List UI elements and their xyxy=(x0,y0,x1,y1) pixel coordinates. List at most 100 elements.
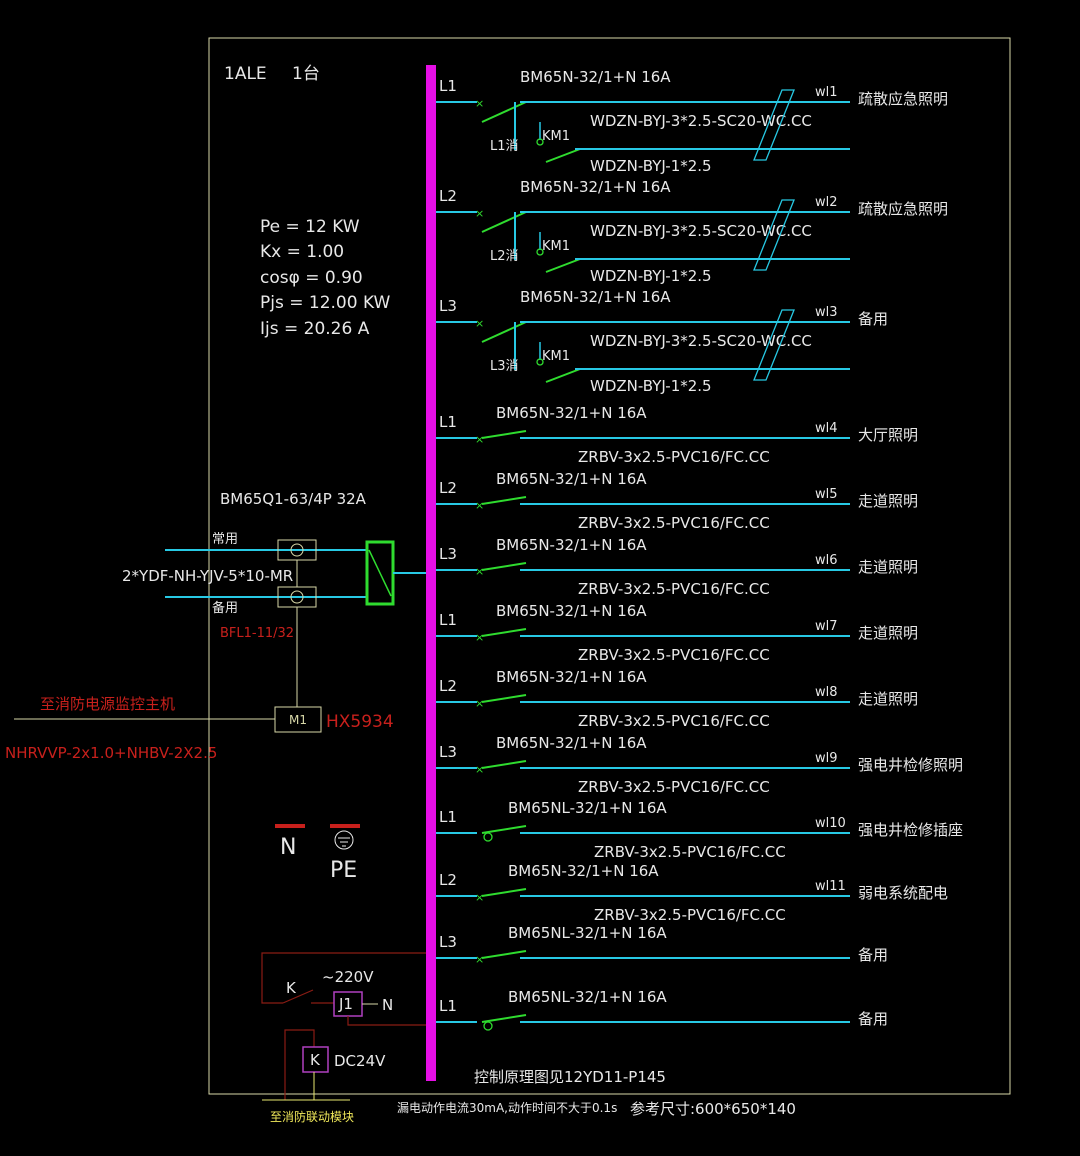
circuit-13-breaker-symbol xyxy=(481,1014,527,1023)
circuit-3-breaker: BM65N-32/1+N 16A xyxy=(520,288,671,306)
incoming-cable-label: 2*YDF-NH-YJV-5*10-MR xyxy=(122,567,293,585)
circuit-3-id: wl3 xyxy=(815,305,838,320)
circuit-2-cable-bundle-icon xyxy=(753,199,795,271)
circuit-3-fire-phase: L3消 xyxy=(490,359,519,374)
circuit-8-breaker-symbol xyxy=(481,694,527,703)
circuit-3-cable: WDZN-BYJ-3*2.5-SC20-WC.CC xyxy=(590,332,812,350)
circuit-12-breaker-symbol xyxy=(481,950,527,959)
circuit-13-rcd-icon xyxy=(483,1021,493,1031)
ct-label: BFL1-11/32 xyxy=(220,626,294,641)
circuit-11-breaker-symbol xyxy=(481,888,527,897)
circuit-4-x-icon: × xyxy=(475,433,484,446)
circuit-1-contactor: KM1 xyxy=(542,129,570,144)
circuit-5-breaker-symbol xyxy=(481,496,527,505)
backup-supply-label: 备用 xyxy=(212,600,238,616)
monitor-module-model: HX5934 xyxy=(326,712,394,732)
circuit-6-x-icon: × xyxy=(475,565,484,578)
circuit-6-id: wl6 xyxy=(815,553,838,568)
k-contact xyxy=(282,989,314,1004)
circuit-7-breaker: BM65N-32/1+N 16A xyxy=(496,602,647,620)
circuit-1-x-icon: × xyxy=(475,97,484,110)
circuit-11-x-icon: × xyxy=(475,891,484,904)
circuit-5-x-icon: × xyxy=(475,499,484,512)
n-bar-label: N xyxy=(280,835,296,860)
circuit-2-breaker: BM65N-32/1+N 16A xyxy=(520,178,671,196)
circuit-2-x-icon: × xyxy=(475,207,484,220)
circuit-10-rcd-icon xyxy=(483,832,493,842)
param-kx: Kx = 1.00 xyxy=(260,242,344,262)
circuit-9-load: 强电井检修照明 xyxy=(858,756,963,774)
circuit-5-breaker: BM65N-32/1+N 16A xyxy=(496,470,647,488)
circuit-1-phase: L1 xyxy=(439,77,457,95)
main-bus-bar xyxy=(426,65,436,1081)
ct-circle-normal xyxy=(290,543,304,557)
circuit-7-id: wl7 xyxy=(815,619,838,634)
param-pjs: Pjs = 12.00 KW xyxy=(260,293,390,313)
circuit-7-x-icon: × xyxy=(475,631,484,644)
circuit-8-id: wl8 xyxy=(815,685,838,700)
circuit-11-id: wl11 xyxy=(815,879,846,894)
circuit-2-cable2: WDZN-BYJ-1*2.5 xyxy=(590,267,712,285)
circuit-2-id: wl2 xyxy=(815,195,838,210)
param-ijs: Ijs = 20.26 A xyxy=(260,319,370,339)
circuit-2-cable: WDZN-BYJ-3*2.5-SC20-WC.CC xyxy=(590,222,812,240)
incoming-switch-label: BM65Q1-63/4P 32A xyxy=(220,490,367,508)
circuit-10-load: 强电井检修插座 xyxy=(858,821,963,839)
circuit-4-breaker: BM65N-32/1+N 16A xyxy=(496,404,647,422)
circuit-6-load: 走道照明 xyxy=(858,558,918,576)
circuit-3-cable2: WDZN-BYJ-1*2.5 xyxy=(590,377,712,395)
circuit-5-phase: L2 xyxy=(439,479,457,497)
ground-icon xyxy=(334,830,354,850)
monitor-host-label: 至消防电源监控主机 xyxy=(40,695,175,713)
circuit-1-load: 疏散应急照明 xyxy=(858,90,948,108)
relay-j1-label: J1 xyxy=(338,995,353,1013)
control-wire-top xyxy=(261,952,431,1004)
circuit-3-cable-bundle-icon xyxy=(753,309,795,381)
circuit-5-load: 走道照明 xyxy=(858,492,918,510)
circuit-2-km-contact xyxy=(545,258,581,273)
circuit-7-load: 走道照明 xyxy=(858,624,918,642)
circuit-10-breaker: BM65NL-32/1+N 16A xyxy=(508,799,667,817)
circuit-11-load: 弱电系统配电 xyxy=(858,884,948,902)
circuit-8-cable: ZRBV-3x2.5-PVC16/FC.CC xyxy=(578,712,770,730)
circuit-4-load: 大厅照明 xyxy=(858,426,918,444)
coil-k-box xyxy=(302,1046,329,1073)
circuit-1-fire-phase: L1消 xyxy=(490,139,519,154)
size-ref-note: 参考尺寸:600*650*140 xyxy=(630,1100,796,1118)
circuit-10-breaker-symbol xyxy=(481,825,527,834)
circuit-9-breaker: BM65N-32/1+N 16A xyxy=(496,734,647,752)
circuit-3-km-contact xyxy=(545,368,581,383)
coil-voltage-label: DC24V xyxy=(334,1052,386,1070)
circuit-1-cable: WDZN-BYJ-3*2.5-SC20-WC.CC xyxy=(590,112,812,130)
circuit-1-id: wl1 xyxy=(815,85,838,100)
circuit-6-cable: ZRBV-3x2.5-PVC16/FC.CC xyxy=(578,580,770,598)
circuit-2-breaker-symbol xyxy=(481,211,527,233)
circuit-5-id: wl5 xyxy=(815,487,838,502)
circuit-9-x-icon: × xyxy=(475,763,484,776)
circuit-9-phase: L3 xyxy=(439,743,457,761)
panel-frame xyxy=(208,37,1011,1095)
coil-k-label: K xyxy=(310,1051,321,1069)
circuit-4-breaker-symbol xyxy=(481,430,527,439)
ats-diagonal xyxy=(368,549,392,597)
circuit-13-breaker: BM65NL-32/1+N 16A xyxy=(508,988,667,1006)
monitor-module-id: M1 xyxy=(289,713,307,727)
circuit-3-breaker-symbol xyxy=(481,321,527,343)
control-voltage: ~220V xyxy=(322,968,374,986)
circuit-1-breaker: BM65N-32/1+N 16A xyxy=(520,68,671,86)
circuit-6-breaker-symbol xyxy=(481,562,527,571)
circuit-2-phase: L2 xyxy=(439,187,457,205)
circuit-1-km-contact xyxy=(545,148,581,163)
circuit-7-breaker-symbol xyxy=(481,628,527,637)
circuit-9-cable: ZRBV-3x2.5-PVC16/FC.CC xyxy=(578,778,770,796)
circuit-1-km-icon xyxy=(536,138,544,146)
panel-params: Pe = 12 KW Kx = 1.00 cosφ = 0.90 Pjs = 1… xyxy=(260,217,390,339)
monitor-cable-label: NHRVVP-2x1.0+NHBV-2X2.5 xyxy=(5,744,217,762)
circuit-12-x-icon: × xyxy=(475,953,484,966)
coil-wire-left xyxy=(284,1029,315,1100)
circuit-11-phase: L2 xyxy=(439,871,457,889)
circuit-13-load: 备用 xyxy=(858,1010,888,1028)
n-pe-bars: N PE xyxy=(275,824,360,883)
control-ref-note: 控制原理图见12YD11-P145 xyxy=(474,1068,666,1086)
